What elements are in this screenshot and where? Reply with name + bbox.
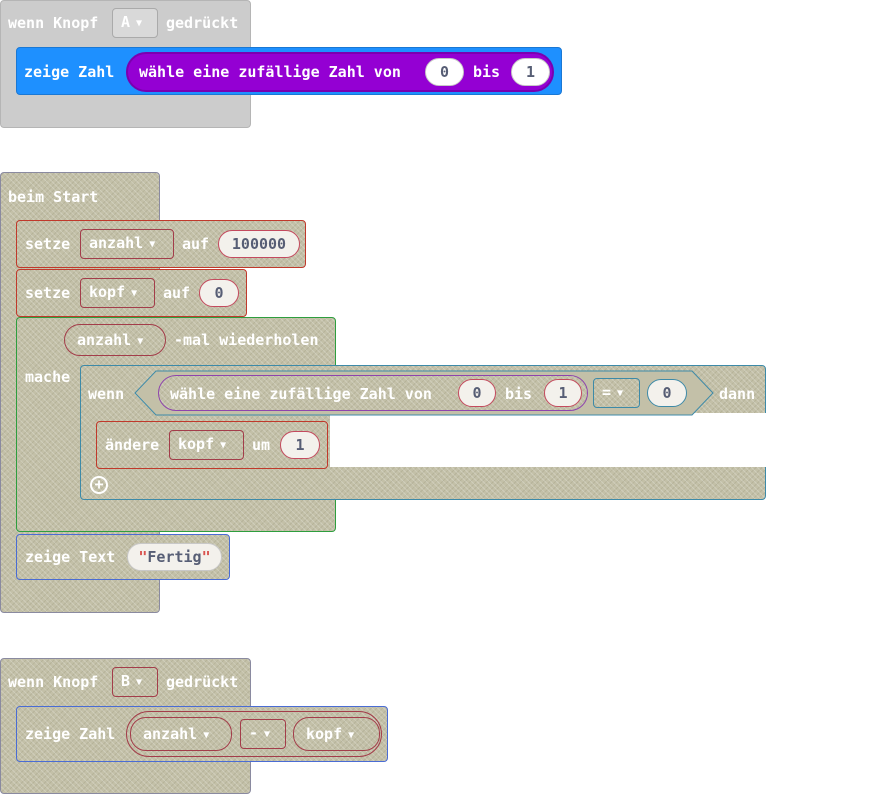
- caret-down-icon: ▼: [348, 730, 355, 741]
- set-anzahl-label: setze: [25, 235, 71, 253]
- right-var-value: kopf: [306, 725, 343, 743]
- set-kopf-to-label: auf: [163, 284, 191, 302]
- compare-value-input[interactable]: 0: [647, 379, 687, 407]
- change-by-label: um: [252, 436, 271, 454]
- repeat-label: -mal wiederholen: [174, 331, 319, 349]
- change-var-value: kopf: [178, 435, 215, 453]
- caret-down-icon: ▼: [136, 18, 143, 29]
- set-kopf-value-input[interactable]: 0: [199, 279, 239, 307]
- set-anzahl-value-input[interactable]: 100000: [218, 230, 300, 258]
- button-dropdown-b[interactable]: B▼: [112, 667, 158, 697]
- left-var-dropdown[interactable]: anzahl ▼: [130, 717, 232, 751]
- if-random-to-label: bis: [505, 385, 533, 403]
- caret-down-icon: ▼: [131, 288, 138, 299]
- event-label-prefix: wenn Knopf: [8, 14, 99, 32]
- compare-operator-value: =: [602, 383, 612, 401]
- operator-dropdown[interactable]: -▼: [240, 719, 286, 749]
- set-kopf-var-value: kopf: [89, 283, 126, 301]
- if-random-from-input[interactable]: 0: [458, 379, 496, 407]
- caret-down-icon: ▼: [137, 336, 144, 347]
- if-random-block[interactable]: [158, 375, 588, 411]
- set-kopf-var-dropdown[interactable]: kopf ▼: [80, 278, 155, 308]
- random-to-label: bis: [473, 63, 501, 81]
- show-text-label: zeige Text: [25, 548, 116, 566]
- change-var-dropdown[interactable]: kopf ▼: [169, 430, 244, 460]
- plus-circle-icon[interactable]: +: [90, 476, 108, 494]
- repeat-count-value: anzahl: [77, 331, 132, 349]
- left-var-value: anzahl: [143, 725, 198, 743]
- event-block-button-a[interactable]: wenn Knopf A▼ gedrückt zeige Zahl wähle …: [0, 0, 562, 128]
- change-value-input[interactable]: 1: [280, 431, 320, 459]
- button-dropdown-value: A: [121, 13, 131, 31]
- caret-down-icon: ▼: [203, 730, 210, 741]
- caret-down-icon: ▼: [136, 677, 143, 688]
- event-label-suffix: gedrückt: [166, 14, 239, 32]
- quote-close: ": [201, 548, 211, 566]
- show-number-b-label: zeige Zahl: [25, 725, 116, 743]
- right-var-dropdown[interactable]: kopf ▼: [293, 717, 380, 751]
- repeat-count-dropdown[interactable]: anzahl ▼: [64, 324, 166, 356]
- set-anzahl-var-value: anzahl: [89, 234, 144, 252]
- random-to-input[interactable]: 1: [511, 58, 550, 86]
- on-start-block[interactable]: beim Start setze anzahl ▼ auf 100000 setz…: [0, 172, 767, 613]
- if-random-label: wähle eine zufällige Zahl von: [170, 385, 432, 403]
- show-number-label: zeige Zahl: [24, 63, 115, 81]
- random-number-block[interactable]: [126, 52, 554, 92]
- caret-down-icon: ▼: [149, 239, 156, 250]
- show-text-input[interactable]: "Fertig": [127, 543, 222, 571]
- quote-open: ": [138, 548, 148, 566]
- if-label: wenn: [88, 385, 125, 403]
- if-random-to-input[interactable]: 1: [544, 379, 582, 407]
- operator-value: -: [249, 724, 259, 742]
- then-label: dann: [719, 385, 756, 403]
- random-from-input[interactable]: 0: [425, 58, 464, 86]
- event-b-label-suffix: gedrückt: [166, 673, 239, 691]
- do-label: mache: [25, 368, 71, 386]
- caret-down-icon: ▼: [220, 440, 227, 451]
- caret-down-icon: ▼: [617, 388, 624, 399]
- caret-down-icon: ▼: [264, 729, 271, 740]
- on-start-label: beim Start: [8, 188, 99, 206]
- random-number-label: wähle eine zufällige Zahl von: [139, 63, 401, 81]
- set-kopf-label: setze: [25, 284, 71, 302]
- set-anzahl-to-label: auf: [182, 235, 210, 253]
- change-label: ändere: [105, 436, 160, 454]
- show-text-value: Fertig: [147, 548, 202, 566]
- compare-operator-dropdown[interactable]: =▼: [593, 378, 640, 408]
- set-anzahl-var-dropdown[interactable]: anzahl ▼: [80, 229, 174, 259]
- button-dropdown-b-value: B: [121, 672, 131, 690]
- if-block-inner-gap: [330, 413, 766, 467]
- event-block-button-b[interactable]: wenn Knopf B▼ gedrückt zeige Zahl anzahl…: [0, 658, 390, 794]
- event-b-label-prefix: wenn Knopf: [8, 673, 99, 691]
- button-dropdown-a[interactable]: A▼: [112, 8, 158, 38]
